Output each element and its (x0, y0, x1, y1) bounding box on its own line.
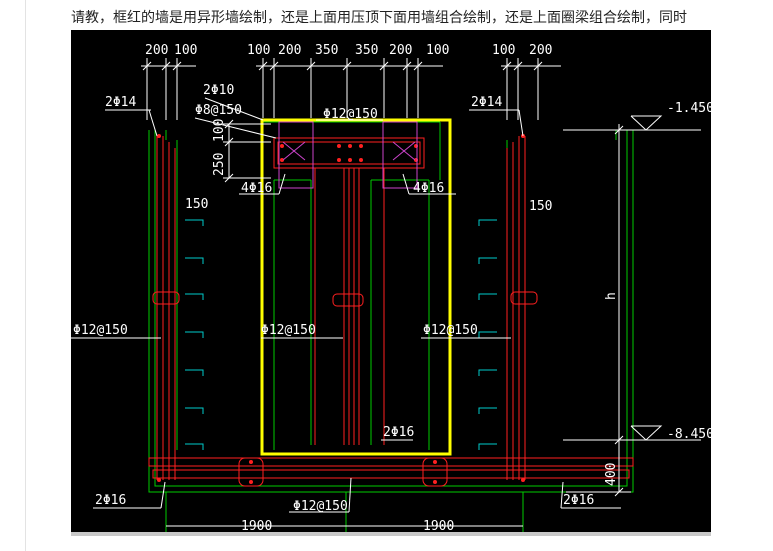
label-phi8-150: Φ8@150 (195, 103, 242, 118)
highlight-box (260, 118, 452, 456)
label-dim-150-right: 150 (529, 199, 552, 214)
dim-top-mid-f: 100 (426, 43, 449, 58)
image-bottom-strip (71, 532, 711, 536)
label-dim-400-vertical: 400 (604, 463, 619, 486)
wall-outlines (148, 121, 634, 532)
tick-marks (185, 219, 497, 450)
cad-drawing-image: 200 100 100 200 350 350 200 100 100 200 (71, 30, 711, 532)
label-dim-250-vertical: 250 (212, 153, 227, 176)
post-question-text: 请教，框红的墙是用异形墙绘制，还是上面用压顶下面用墙组合绘制，还是上面圈梁组合绘… (71, 10, 687, 26)
dim-top-mid-c: 350 (315, 43, 338, 58)
dim-top-mid-d: 350 (355, 43, 378, 58)
label-2phi16-left: 2Φ16 (95, 493, 126, 508)
label-2phi10: 2Φ10 (203, 83, 234, 98)
label-2phi16-mid: 2Φ16 (383, 425, 414, 440)
label-phi12-mid: Φ12@150 (261, 323, 316, 338)
label-dim-1900-right: 1900 (423, 519, 454, 532)
label-dim-h-vertical: h (604, 292, 619, 300)
dim-top-right-b: 200 (529, 43, 552, 58)
dim-top-right-a: 100 (492, 43, 515, 58)
dim-top-mid-e: 200 (389, 43, 412, 58)
label-elevation-bottom: -8.450 (667, 427, 711, 442)
cad-drawing-canvas: 200 100 100 200 350 350 200 100 100 200 (71, 43, 711, 532)
sidebar-divider (25, 0, 26, 551)
dim-top-left-b: 100 (174, 43, 197, 58)
label-2phi14-left: 2Φ14 (105, 95, 136, 110)
top-dimension-lines (141, 58, 561, 120)
left-vertical-dims (223, 119, 271, 183)
dim-top-mid-b: 200 (278, 43, 301, 58)
label-4phi16-right: 4Φ16 (413, 181, 444, 196)
label-dim-1900-left: 1900 (241, 519, 272, 532)
dim-top-left-a: 200 (145, 43, 168, 58)
label-phi12-left: Φ12@150 (73, 323, 128, 338)
label-2phi14-right: 2Φ14 (471, 95, 502, 110)
dim-top-mid-a: 100 (247, 43, 270, 58)
label-dim-150-left: 150 (185, 197, 208, 212)
label-phi12-bottom: Φ12@150 (293, 499, 348, 514)
stirrup-zones (278, 121, 418, 189)
leader-lines (71, 97, 621, 513)
right-elevation-dims (563, 115, 701, 497)
label-2phi16-right: 2Φ16 (563, 493, 594, 508)
rebar-dots (157, 134, 525, 484)
label-phi12-top: Φ12@150 (323, 107, 378, 122)
label-elevation-top: -1.450 (667, 101, 711, 116)
rebar-lines (148, 136, 634, 487)
label-dim-100-vertical: 100 (212, 119, 227, 142)
label-phi12-right: Φ12@150 (423, 323, 478, 338)
label-4phi16-left: 4Φ16 (241, 181, 272, 196)
